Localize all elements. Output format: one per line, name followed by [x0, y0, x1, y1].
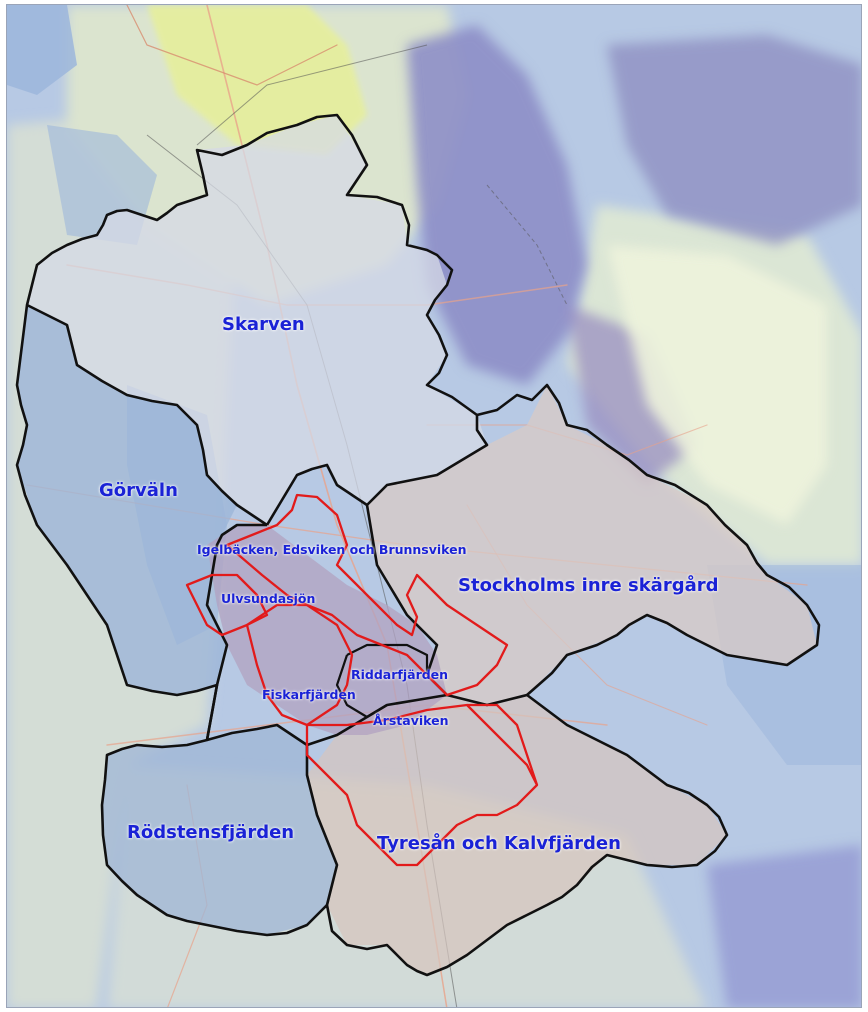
label-fiskarfjarden: Fiskarfjärden [262, 687, 356, 702]
label-rodstensfjarden: Rödstensfjärden [127, 822, 295, 843]
label-gorvaln: Görväln [99, 480, 178, 501]
label-ulvsundasjon: Ulvsundasjön [221, 591, 316, 606]
red-arsta-loop [467, 703, 539, 786]
catchment-fills [17, 115, 817, 975]
label-igelbacken: Igelbäcken, Edsviken och Brunnsviken [197, 542, 467, 557]
label-arstaviken: Årstaviken [373, 713, 449, 728]
boundary-riddar [346, 643, 429, 675]
pale-zone-east [607, 245, 827, 525]
catchment-map [7, 5, 861, 1007]
label-tyresan-och-kalvfjarden: Tyresån och Kalvfjärden [377, 833, 621, 854]
label-skarven: Skarven [222, 314, 305, 335]
map-frame: Skarven Görväln Igelbäcken, Edsviken och… [6, 4, 862, 1008]
boundary-tyresan-north [306, 693, 528, 747]
urban-zone [147, 5, 367, 155]
central-fill [207, 525, 447, 735]
inre-fill [367, 385, 817, 705]
tyresan-fill [307, 695, 727, 975]
sub-catchment-boundaries [185, 493, 539, 867]
red-ulvsunda [185, 573, 269, 637]
label-stockholms-inre-skargard: Stockholms inre skärgård [458, 575, 719, 596]
red-fiskar [245, 603, 354, 727]
red-tyresan-inner [305, 703, 539, 867]
boundary-gorvaln-central [205, 523, 267, 741]
catchment-boundaries [15, 113, 821, 977]
boundary-south-west [206, 723, 339, 906]
highland-areas [407, 25, 861, 1007]
outer-boundary [15, 113, 821, 977]
rodstens-fill [102, 725, 337, 935]
red-igelbacken [225, 493, 509, 697]
boundary-arsta [335, 654, 388, 719]
label-riddarfjarden: Riddarfjärden [351, 667, 449, 682]
boundary-skarven-gorvaln [26, 303, 268, 527]
skarven-fill [27, 115, 487, 525]
gorvaln-fill [17, 305, 237, 695]
